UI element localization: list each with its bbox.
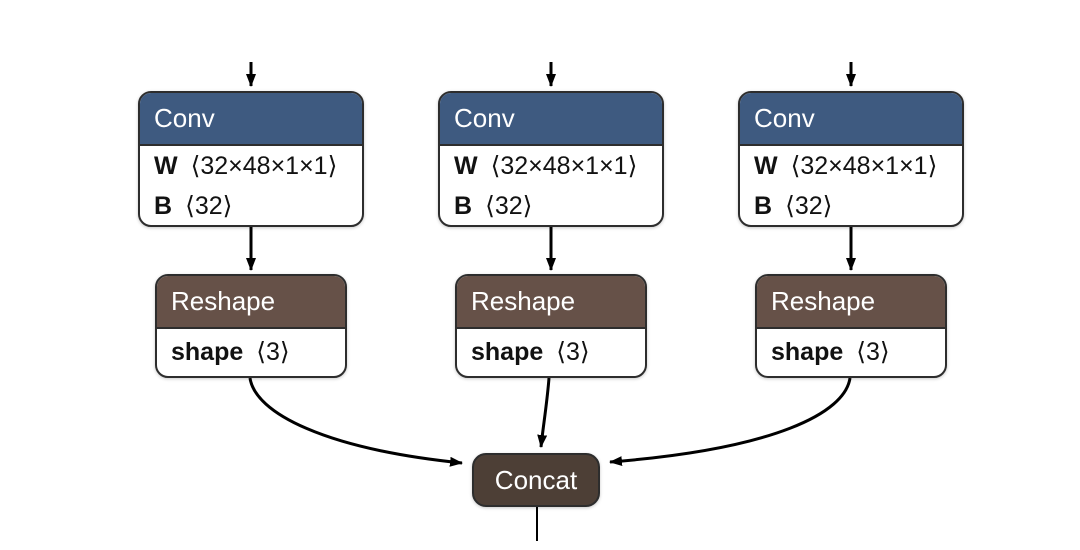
param-row-shape[interactable]: shape ⟨3⟩ [471, 329, 631, 375]
param-value: ⟨32×48×1×1⟩ [790, 152, 938, 180]
node-op-label: Reshape [471, 286, 576, 316]
param-row-shape[interactable]: shape ⟨3⟩ [171, 329, 331, 375]
param-value: ⟨32×48×1×1⟩ [490, 152, 638, 180]
param-name: B [154, 191, 173, 220]
param-name: W [454, 151, 478, 180]
node-conv-1[interactable]: Conv W ⟨32×48×1×1⟩ B ⟨32⟩ [138, 91, 364, 227]
param-name: W [754, 151, 778, 180]
param-row-weights[interactable]: W ⟨32×48×1×1⟩ [754, 146, 948, 186]
param-name: B [454, 191, 473, 220]
node-reshape-1[interactable]: Reshape shape ⟨3⟩ [155, 274, 347, 378]
node-op-label: Conv [454, 103, 515, 133]
param-row-bias[interactable]: B ⟨32⟩ [154, 186, 348, 225]
param-row-weights[interactable]: W ⟨32×48×1×1⟩ [454, 146, 648, 186]
node-op-label: Reshape [771, 286, 876, 316]
param-name: W [154, 151, 178, 180]
node-conv-1-body: W ⟨32×48×1×1⟩ B ⟨32⟩ [140, 146, 362, 225]
node-op-label: Concat [494, 464, 578, 495]
node-conv-3[interactable]: Conv W ⟨32×48×1×1⟩ B ⟨32⟩ [738, 91, 964, 227]
param-row-bias[interactable]: B ⟨32⟩ [454, 186, 648, 225]
node-reshape-1-body: shape ⟨3⟩ [157, 329, 345, 375]
param-name: B [754, 191, 773, 220]
node-op-label: Conv [754, 103, 815, 133]
node-conv-1-header[interactable]: Conv [140, 93, 362, 146]
node-op-label: Reshape [171, 286, 276, 316]
node-reshape-2[interactable]: Reshape shape ⟨3⟩ [455, 274, 647, 378]
node-conv-2-header[interactable]: Conv [440, 93, 662, 146]
node-reshape-1-header[interactable]: Reshape [157, 276, 345, 329]
edge-reshape-3-concat [609, 377, 852, 467]
param-name: shape [171, 337, 244, 366]
node-reshape-3-body: shape ⟨3⟩ [757, 329, 945, 375]
node-conv-3-body: W ⟨32×48×1×1⟩ B ⟨32⟩ [740, 146, 962, 225]
node-concat[interactable]: Concat [472, 453, 600, 507]
param-row-bias[interactable]: B ⟨32⟩ [754, 186, 948, 225]
node-op-label: Conv [154, 103, 215, 133]
node-reshape-2-header[interactable]: Reshape [457, 276, 645, 329]
param-value: ⟨32⟩ [485, 192, 533, 220]
param-value: ⟨3⟩ [856, 338, 890, 366]
param-name: shape [771, 337, 844, 366]
param-value: ⟨32⟩ [785, 192, 833, 220]
param-value: ⟨3⟩ [556, 338, 590, 366]
edge-reshape-1-concat [248, 377, 463, 467]
node-conv-2-body: W ⟨32×48×1×1⟩ B ⟨32⟩ [440, 146, 662, 225]
node-conv-3-header[interactable]: Conv [740, 93, 962, 146]
node-conv-2[interactable]: Conv W ⟨32×48×1×1⟩ B ⟨32⟩ [438, 91, 664, 227]
param-value: ⟨32⟩ [185, 192, 233, 220]
node-reshape-3[interactable]: Reshape shape ⟨3⟩ [755, 274, 947, 378]
param-row-shape[interactable]: shape ⟨3⟩ [771, 329, 931, 375]
node-reshape-3-header[interactable]: Reshape [757, 276, 945, 329]
param-name: shape [471, 337, 544, 366]
edge-reshape-2-concat [537, 377, 551, 448]
param-value: ⟨3⟩ [256, 338, 290, 366]
node-reshape-2-body: shape ⟨3⟩ [457, 329, 645, 375]
param-row-weights[interactable]: W ⟨32×48×1×1⟩ [154, 146, 348, 186]
param-value: ⟨32×48×1×1⟩ [190, 152, 338, 180]
